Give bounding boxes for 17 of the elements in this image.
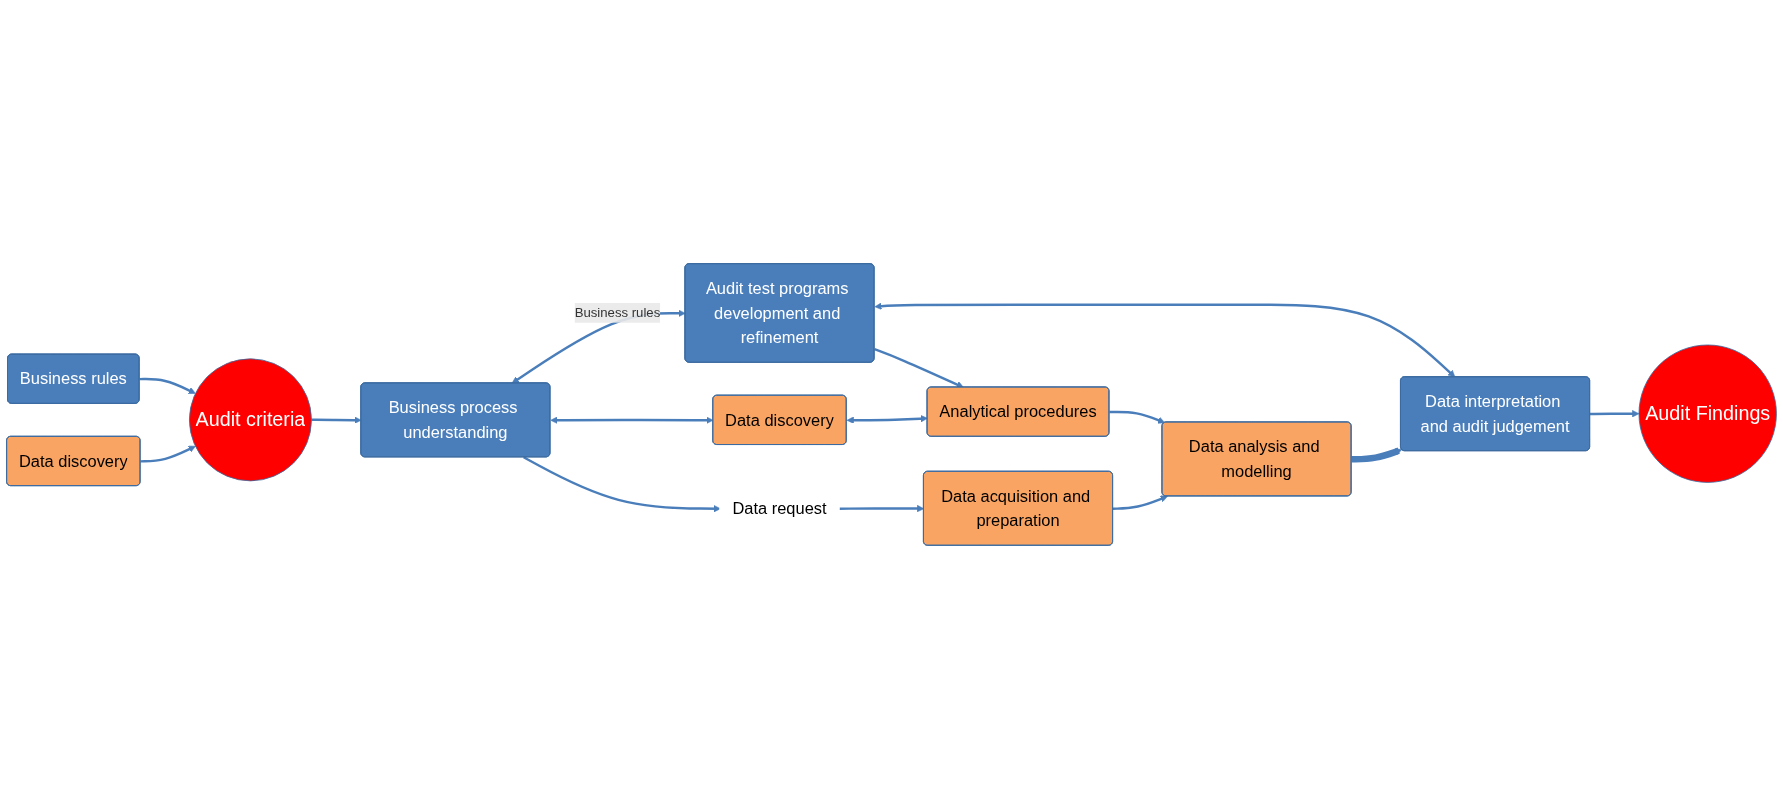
arrow xyxy=(1109,410,1165,424)
arrow xyxy=(140,445,196,463)
arrow xyxy=(874,302,1456,378)
arrow xyxy=(1351,447,1403,463)
edge-label: Business rules xyxy=(574,305,661,320)
arrow xyxy=(311,416,362,424)
arrow xyxy=(550,416,714,424)
node-text: Data request xyxy=(732,499,827,518)
node-circle: Audit criteria xyxy=(189,358,312,482)
arrow xyxy=(1590,410,1640,418)
arrow xyxy=(139,377,196,394)
arrow xyxy=(523,456,721,513)
arrow xyxy=(1112,495,1168,510)
arrow xyxy=(839,505,925,513)
node-circle: Audit Findings xyxy=(1638,344,1777,483)
arrow xyxy=(874,348,964,389)
arrow xyxy=(846,415,928,424)
